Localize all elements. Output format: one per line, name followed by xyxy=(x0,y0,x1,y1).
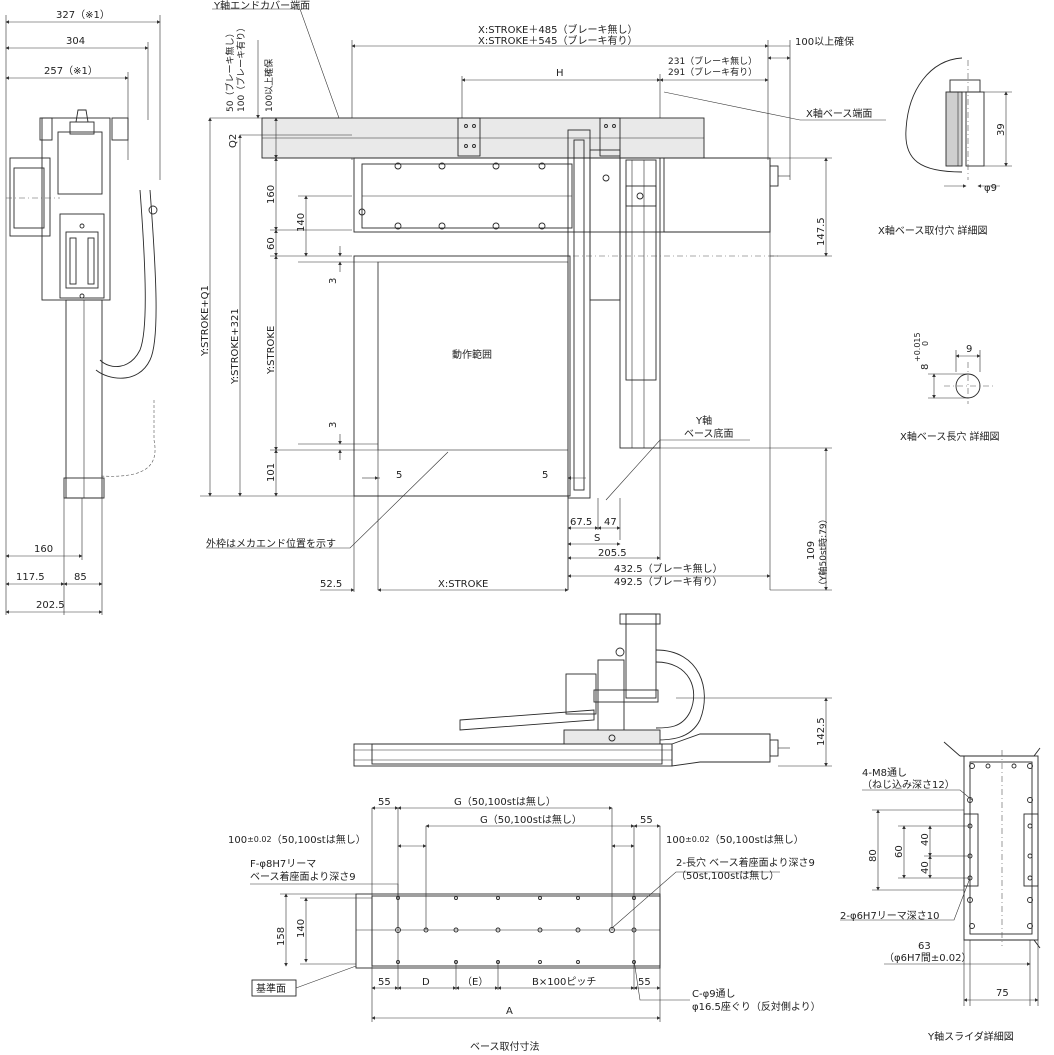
dim-a: A xyxy=(506,1006,513,1017)
g-label-2: G（50,100stは無し） xyxy=(480,813,582,826)
dim-257: 257（※1） xyxy=(44,65,98,77)
dim-117-5: 117.5 xyxy=(16,572,45,583)
slider-dim-80: 80 xyxy=(868,849,879,862)
dim-5-left: 5 xyxy=(396,470,402,481)
detail2-tol-zero: 0 xyxy=(921,341,930,346)
dim-b-pitch: B×100ピッチ xyxy=(532,976,596,988)
slider-caption: Y軸スライダ詳細図 xyxy=(927,1030,1014,1043)
dim-160: 160 xyxy=(266,185,277,204)
c-phi-note-1: C-φ9通し xyxy=(692,988,736,1000)
dim-147-5: 147.5 xyxy=(816,217,827,246)
detail2-nine: 9 xyxy=(966,344,972,355)
slot-note-1: 2-長穴 ベース着座面より深さ9 xyxy=(676,856,815,869)
h100up-label: 100以上確保 xyxy=(795,35,854,48)
slider-m8-note-2: （ねじ込み深さ12） xyxy=(862,779,955,791)
reference-surface: 基準面 xyxy=(256,982,286,995)
front-view xyxy=(353,613,832,767)
y-stroke-q1: Y:STROKE+Q1 xyxy=(200,285,211,357)
dim-327: 327（※1） xyxy=(56,9,110,21)
slider-dim-63-note: （φ6H7間±0.02） xyxy=(884,952,972,964)
dim-52-5: 52.5 xyxy=(320,579,342,590)
slider-m8-note-1: 4-M8通し xyxy=(862,767,907,779)
dim-202-5: 202.5 xyxy=(36,600,65,611)
dim-47: 47 xyxy=(604,517,617,528)
x-base-end-label: X軸ベース端面 xyxy=(806,107,872,120)
detail2-tol-plus: +0.015 xyxy=(913,332,922,362)
dim-85: 85 xyxy=(74,572,87,583)
detail-x-base-slot xyxy=(928,350,994,404)
dim-5-right: 5 xyxy=(542,470,548,481)
xs545-label: X:STROKE＋545（ブレーキ有り） xyxy=(478,34,637,47)
f-phi-note-1: F-φ8H7リーマ xyxy=(250,859,316,870)
y-stroke: Y:STROKE xyxy=(266,326,277,375)
slider-reamer-note: 2-φ6H7リーマ深さ10 xyxy=(840,910,940,922)
left-side-view xyxy=(5,15,161,615)
detail1-39: 39 xyxy=(996,123,1007,136)
dim-140-base: 140 xyxy=(296,919,307,938)
detail-y-slider xyxy=(840,741,1041,1006)
d231-label: 231（ブレーキ無し） xyxy=(668,55,757,67)
b55-top-right: 55 xyxy=(640,815,653,826)
main-top-view xyxy=(200,8,886,592)
dim-3-bottom: 3 xyxy=(328,422,339,428)
dim-d: D xyxy=(422,977,430,988)
xs485-label: X:STROKE＋485（ブレーキ無し） xyxy=(478,23,637,36)
slot-note-2: （50st,100stは無し） xyxy=(676,869,779,882)
detail1-caption: X軸ベース取付穴 詳細図 xyxy=(878,224,988,237)
dim-109: 109 xyxy=(806,541,817,560)
dim-s: S xyxy=(594,533,600,544)
dim-109-note: （Y軸50st時:79） xyxy=(817,514,829,590)
base-mount-caption: ベース取付寸法 xyxy=(470,1040,540,1053)
outer-frame-note: 外枠はメカエンド位置を示す xyxy=(206,537,336,550)
h-label: H xyxy=(556,68,564,79)
slider-dim-75: 75 xyxy=(996,988,1009,999)
dim-101: 101 xyxy=(266,463,277,482)
b55-bottom-right: 55 xyxy=(638,977,651,988)
dim-60: 60 xyxy=(266,237,277,250)
f-phi-note-2: ベース着座面より深さ9 xyxy=(250,870,356,883)
dim-160-left: 160 xyxy=(34,544,53,555)
detail2-eight: 8 xyxy=(920,364,931,370)
dim-158: 158 xyxy=(276,927,287,946)
b55-bottom-left: 55 xyxy=(378,977,391,988)
slider-dim-63: 63 xyxy=(918,941,931,952)
dim-140: 140 xyxy=(296,213,307,232)
base-mount-plan xyxy=(250,806,780,1022)
tol-100-left: 100±0.02（50,100stは無し） xyxy=(228,833,366,846)
v100up-label: 100以上確保 xyxy=(263,59,275,112)
c-phi-note-2: φ16.5座ぐり（反対側より） xyxy=(692,1000,821,1013)
y-stroke-321: Y:STROKE+321 xyxy=(230,308,241,385)
g-label-1: G（50,100stは無し） xyxy=(454,795,556,808)
slider-dim-40a: 40 xyxy=(920,833,931,846)
q2-label: Q2 xyxy=(228,134,239,148)
y-end-cover-label: Y軸エンドカバー端面 xyxy=(213,0,310,12)
dim-304: 304 xyxy=(66,36,85,47)
slider-dim-40b: 40 xyxy=(920,861,931,874)
dim-142-5: 142.5 xyxy=(816,717,827,746)
dim-3-top: 3 xyxy=(328,278,339,284)
work-range-label: 動作範囲 xyxy=(452,348,492,361)
detail-x-base-mount-hole xyxy=(905,57,1012,188)
dim-67-5: 67.5 xyxy=(570,517,592,528)
detail2-caption: X軸ベース長穴 詳細図 xyxy=(900,430,1000,443)
b55-top-left: 55 xyxy=(378,797,391,808)
slider-dim-60: 60 xyxy=(894,845,905,858)
dim-205-5: 205.5 xyxy=(598,548,627,559)
v100-label: 100（ブレーキ有り） xyxy=(235,23,247,112)
tol-100-right: 100±0.02（50,100stは無し） xyxy=(666,833,804,846)
x-stroke-label: X:STROKE xyxy=(438,579,488,590)
dim-432-5: 432.5（ブレーキ無し） xyxy=(614,562,723,575)
detail1-phi9: φ9 xyxy=(984,183,997,194)
y-base-label-1: Y軸 xyxy=(695,414,712,427)
y-base-label-2: ベース底面 xyxy=(684,427,734,440)
v50-label: 50（ブレーキ無し） xyxy=(224,29,236,112)
dim-e: （E） xyxy=(462,976,488,988)
d291-label: 291（ブレーキ有り） xyxy=(668,66,757,78)
dim-492-5: 492.5（ブレーキ有り） xyxy=(614,575,723,588)
